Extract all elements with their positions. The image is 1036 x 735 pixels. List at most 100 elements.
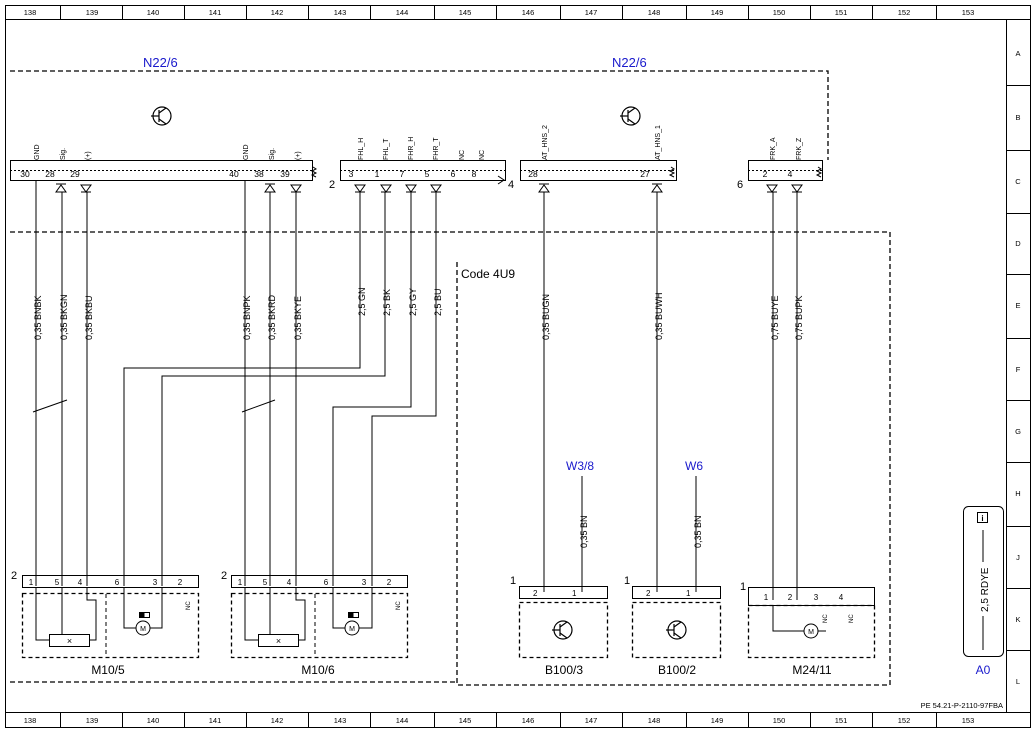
row-label: J bbox=[1016, 553, 1020, 562]
component-pin-number: 2 bbox=[533, 589, 538, 598]
pin-name: FHR_H bbox=[408, 137, 415, 160]
col-label-top: 147 bbox=[585, 8, 598, 17]
transistor-icon bbox=[620, 106, 641, 126]
row-ruler-right bbox=[1006, 85, 1030, 651]
component-pin-number: 3 bbox=[814, 593, 819, 602]
pin-name: FRK_Z bbox=[796, 137, 803, 160]
wire-label: 0,35 BN bbox=[693, 515, 703, 548]
col-label-bottom: 149 bbox=[711, 716, 724, 725]
wire-label: 0,35 BUGN bbox=[541, 294, 551, 340]
col-label-top: 151 bbox=[835, 8, 848, 17]
pin-number: 3 bbox=[349, 169, 354, 179]
col-label-top: 152 bbox=[898, 8, 911, 17]
component-connector-number: 1 bbox=[510, 575, 516, 587]
wire-label: 0,35 BKYE bbox=[293, 296, 303, 340]
pin-number: 38 bbox=[254, 169, 264, 179]
nc-label: NC bbox=[849, 614, 855, 623]
column-ruler-bottom bbox=[60, 712, 937, 727]
row-label: A bbox=[1015, 49, 1020, 58]
svg-text:M: M bbox=[349, 626, 355, 633]
component-pin-number: 2 bbox=[646, 589, 651, 598]
component-pin-number: 5 bbox=[263, 578, 268, 587]
pin-name: FRK_A bbox=[770, 137, 777, 160]
document-reference: PE 54.21-P-2110-97FBA bbox=[921, 701, 1003, 710]
wire-label: 0,35 BKBU bbox=[84, 295, 94, 340]
col-label-bottom: 151 bbox=[835, 716, 848, 725]
column-ruler-top bbox=[60, 5, 937, 19]
pin-name: NC bbox=[459, 150, 466, 160]
col-label-top: 150 bbox=[773, 8, 786, 17]
pin-name: FHL_H bbox=[358, 138, 365, 160]
pin-number: 2 bbox=[763, 169, 768, 179]
wire-label: 0,35 BNBK bbox=[33, 295, 43, 340]
col-label-bottom: 140 bbox=[147, 716, 160, 725]
component-pin-number: 1 bbox=[238, 578, 243, 587]
svg-text:×: × bbox=[276, 636, 281, 646]
signal-arrow bbox=[55, 183, 803, 193]
row-label: C bbox=[1015, 177, 1021, 186]
pin-number: 7 bbox=[400, 169, 405, 179]
col-label-bottom: 146 bbox=[522, 716, 535, 725]
component-pin-number: 1 bbox=[764, 593, 769, 602]
col-label-bottom: 143 bbox=[334, 716, 347, 725]
row-label: D bbox=[1015, 239, 1021, 248]
col-label-top: 140 bbox=[147, 8, 160, 17]
nc-label: NC bbox=[823, 614, 829, 623]
col-label-bottom: 150 bbox=[773, 716, 786, 725]
ground-point-label: W6 bbox=[685, 459, 703, 473]
component-connector-number: 2 bbox=[11, 570, 17, 582]
pin-name: FHL_T bbox=[383, 138, 390, 160]
col-label-top: 139 bbox=[86, 8, 99, 17]
pin-name: Sig. bbox=[60, 148, 67, 160]
pin-name: AT_HNS_1 bbox=[655, 125, 662, 160]
pin-number: 40 bbox=[229, 169, 239, 179]
pin-number: 28 bbox=[45, 169, 55, 179]
pin-number: 1 bbox=[375, 169, 380, 179]
wire-label: 0,35 BNPK bbox=[242, 295, 252, 340]
col-label-top: 145 bbox=[459, 8, 472, 17]
component-label: B100/3 bbox=[545, 663, 583, 677]
transistor-icon bbox=[151, 106, 172, 126]
component-pin-number: 4 bbox=[287, 578, 292, 587]
code-label: Code 4U9 bbox=[461, 267, 515, 281]
component-m10-6: × M bbox=[230, 575, 409, 659]
pin-number: 4 bbox=[788, 169, 793, 179]
component-b100-3 bbox=[518, 586, 609, 659]
col-label-top: 138 bbox=[24, 8, 37, 17]
component-pin-number: 1 bbox=[686, 589, 691, 598]
col-label-top: 149 bbox=[711, 8, 724, 17]
col-label-bottom: 139 bbox=[86, 716, 99, 725]
pin-number: 28 bbox=[528, 169, 538, 179]
pin-number: 5 bbox=[425, 169, 430, 179]
legend-box: i bbox=[963, 506, 1004, 657]
component-label: M10/6 bbox=[301, 663, 335, 677]
pin-name: (+) bbox=[295, 151, 302, 160]
component-pin-number: 6 bbox=[115, 578, 120, 587]
col-label-top: 148 bbox=[648, 8, 661, 17]
svg-text:M: M bbox=[808, 629, 814, 636]
pin-name: Sig. bbox=[269, 148, 276, 160]
nc-label: NC bbox=[186, 601, 192, 610]
wire-label: 0,75 BUPK bbox=[794, 295, 804, 340]
component-pin-number: 4 bbox=[839, 593, 844, 602]
pin-number: 29 bbox=[70, 169, 80, 179]
component-b100-2 bbox=[631, 586, 722, 659]
connector-number: 6 bbox=[737, 179, 743, 191]
resistor-symbol bbox=[310, 166, 823, 185]
col-label-bottom: 144 bbox=[396, 716, 409, 725]
col-label-bottom: 145 bbox=[459, 716, 472, 725]
wire-label: 2,5 BU bbox=[433, 288, 443, 316]
pin-name: GND bbox=[34, 144, 41, 160]
component-pin-number: 2 bbox=[788, 593, 793, 602]
pin-name: AT_HNS_2 bbox=[542, 125, 549, 160]
connector-strip bbox=[10, 160, 823, 181]
wire-label: 0,35 BKRD bbox=[267, 294, 277, 340]
control-unit-label-right: N22/6 bbox=[612, 55, 647, 70]
wire-label: 0,35 BUWH bbox=[654, 292, 664, 340]
component-label: B100/2 bbox=[658, 663, 696, 677]
component-pin-number: 2 bbox=[387, 578, 392, 587]
component-pin-number: 3 bbox=[153, 578, 158, 587]
wire-label: 2,5 BK bbox=[382, 289, 392, 316]
component-pin-number: 4 bbox=[78, 578, 83, 587]
component-pin-number: 2 bbox=[178, 578, 183, 587]
